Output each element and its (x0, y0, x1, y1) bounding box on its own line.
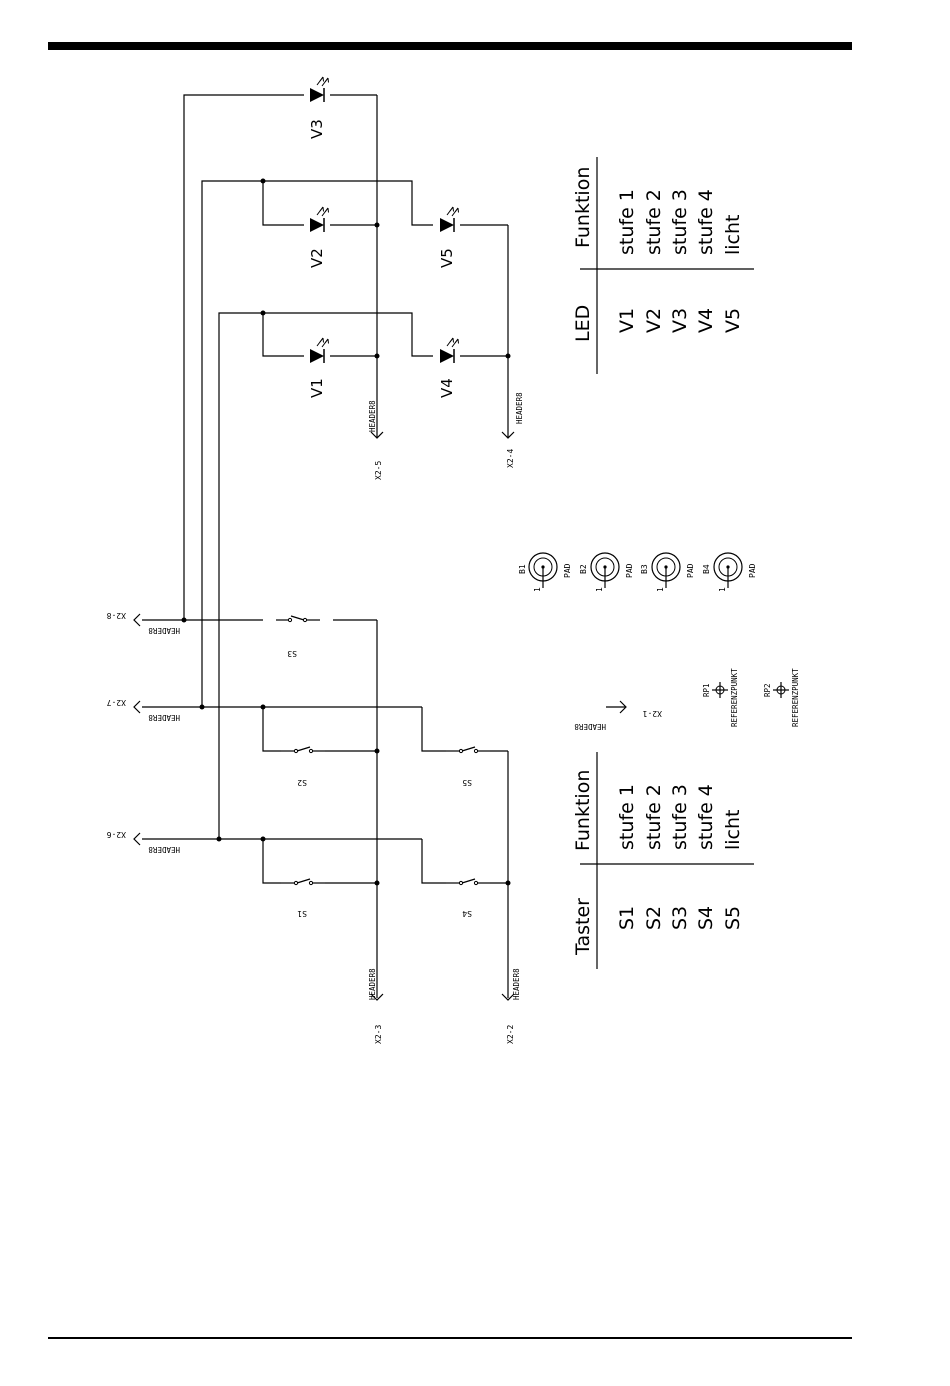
connector-label-x2-7: X2-7 (107, 698, 126, 707)
connector-x2-5: HEADER8 X2-5 (368, 400, 384, 480)
led-table: LED Funktion V1 V2 V3 V4 V5 stufe 1 stuf… (572, 157, 754, 374)
led-label-v1: V1 (308, 378, 326, 398)
pin-label: 1 (656, 587, 665, 592)
led-table-func: stufe 4 (695, 189, 717, 255)
led-table-header-led: LED (572, 305, 594, 342)
pad-label-b1: B1 (518, 564, 527, 574)
header-label: HEADER8 (148, 626, 180, 635)
switch-table: Taster Funktion S1 S2 S3 S4 S5 stufe 1 s… (572, 752, 754, 969)
connector-x2-2: HEADER8 X2-2 (501, 968, 521, 1044)
led-table-func: stufe 2 (643, 189, 665, 255)
switch-label-s4: S4 (462, 909, 472, 918)
refpoint-desc: REFERENZPUNKT (791, 668, 800, 727)
switch-table-id: S4 (695, 906, 717, 930)
switch-table-func: licht (722, 810, 744, 851)
pad-b2: B2 PAD 1 (579, 552, 634, 592)
led-v1: V1 (308, 337, 330, 398)
header-label: HEADER8 (368, 968, 377, 1000)
connector-label-x2-2: X2-2 (506, 1025, 515, 1044)
switch-table-func: stufe 4 (695, 784, 717, 850)
switch-s4: S4 (445, 878, 491, 918)
switch-table-func: stufe 2 (643, 784, 665, 850)
switch-table-id: S3 (669, 906, 691, 930)
connector-x2-3: HEADER8 X2-3 (368, 968, 384, 1044)
refpoint-label-rp1: RP1 (702, 683, 711, 697)
led-v3: V3 (308, 76, 330, 139)
led-table-id: V5 (722, 308, 744, 333)
led-table-id: V4 (695, 308, 717, 333)
led-wiring (183, 94, 511, 839)
pad-label-b2: B2 (579, 564, 588, 574)
connector-x2-8: X2-8 HEADER8 (107, 611, 180, 635)
pad-b3: B3 PAD 1 (640, 552, 695, 592)
switch-s3: S3 (275, 615, 321, 658)
switch-label-s3: S3 (287, 649, 297, 658)
connector-x2-6: X2-6 HEADER8 (107, 830, 180, 854)
switch-table-id: S1 (616, 906, 638, 930)
connector-label-x2-8: X2-8 (107, 611, 126, 620)
switch-s5: S5 (445, 746, 491, 787)
header-label: HEADER8 (368, 400, 377, 432)
pad-label: PAD (625, 563, 634, 578)
header-label: HEADER8 (148, 713, 180, 722)
refpoint-rp2: RP2 REFERENZPUNKT (763, 668, 800, 727)
led-v4: V4 (438, 337, 460, 398)
switch-table-header-taster: Taster (572, 898, 594, 956)
switch-table-id: S2 (643, 906, 665, 930)
led-label-v4: V4 (438, 378, 456, 398)
led-label-v2: V2 (308, 248, 326, 268)
led-table-header-funktion: Funktion (572, 167, 594, 248)
refpoint-rp1: RP1 REFERENZPUNKT (702, 668, 739, 727)
header-label: HEADER8 (515, 392, 524, 424)
led-v5: V5 (438, 206, 460, 268)
connector-label-x2-4: X2-4 (506, 449, 515, 468)
top-bar (48, 42, 852, 50)
switch-label-s5: S5 (462, 778, 472, 787)
led-table-func: licht (722, 215, 744, 256)
connector-label-x2-5: X2-5 (374, 461, 383, 480)
header-label: HEADER8 (574, 722, 606, 731)
pad-label-b4: B4 (702, 564, 711, 574)
pin-label: 1 (718, 587, 727, 592)
connector-x2-4: HEADER8 X2-4 (501, 392, 524, 468)
bottom-rule (48, 1337, 852, 1339)
led-table-id: V3 (669, 308, 691, 333)
led-v2: V2 (308, 206, 330, 268)
pad-label: PAD (748, 563, 757, 578)
pin-label: 1 (533, 587, 542, 592)
pad-label: PAD (563, 563, 572, 578)
led-table-func: stufe 1 (616, 189, 638, 255)
switch-table-func: stufe 1 (616, 784, 638, 850)
switch-s1: S1 (280, 878, 326, 918)
led-table-id: V1 (616, 308, 638, 333)
pin-label: 1 (595, 587, 604, 592)
switch-s2: S2 (280, 746, 326, 787)
led-table-id: V2 (643, 308, 665, 333)
switch-table-id: S5 (722, 906, 744, 930)
switch-wiring (142, 617, 511, 998)
led-table-func: stufe 3 (669, 189, 691, 255)
header-label: HEADER8 (148, 845, 180, 854)
led-label-v5: V5 (438, 248, 456, 268)
connector-x2-1: X2-1 HEADER8 (574, 700, 662, 731)
refpoint-label-rp2: RP2 (763, 683, 772, 697)
connector-label-x2-1: X2-1 (643, 709, 662, 718)
switch-label-s1: S1 (297, 909, 307, 918)
refpoint-desc: REFERENZPUNKT (730, 668, 739, 727)
pad-label: PAD (686, 563, 695, 578)
connector-x2-7: X2-7 HEADER8 (107, 698, 180, 722)
connector-label-x2-3: X2-3 (374, 1025, 383, 1044)
switch-table-header-funktion: Funktion (572, 770, 594, 851)
led-label-v3: V3 (308, 119, 326, 139)
pad-b1: B1 PAD 1 (518, 552, 572, 592)
connector-label-x2-6: X2-6 (107, 830, 126, 839)
switch-label-s2: S2 (297, 778, 307, 787)
pad-label-b3: B3 (640, 564, 649, 574)
header-label: HEADER8 (512, 968, 521, 1000)
switch-table-func: stufe 3 (669, 784, 691, 850)
pad-b4: B4 PAD 1 (702, 552, 757, 592)
